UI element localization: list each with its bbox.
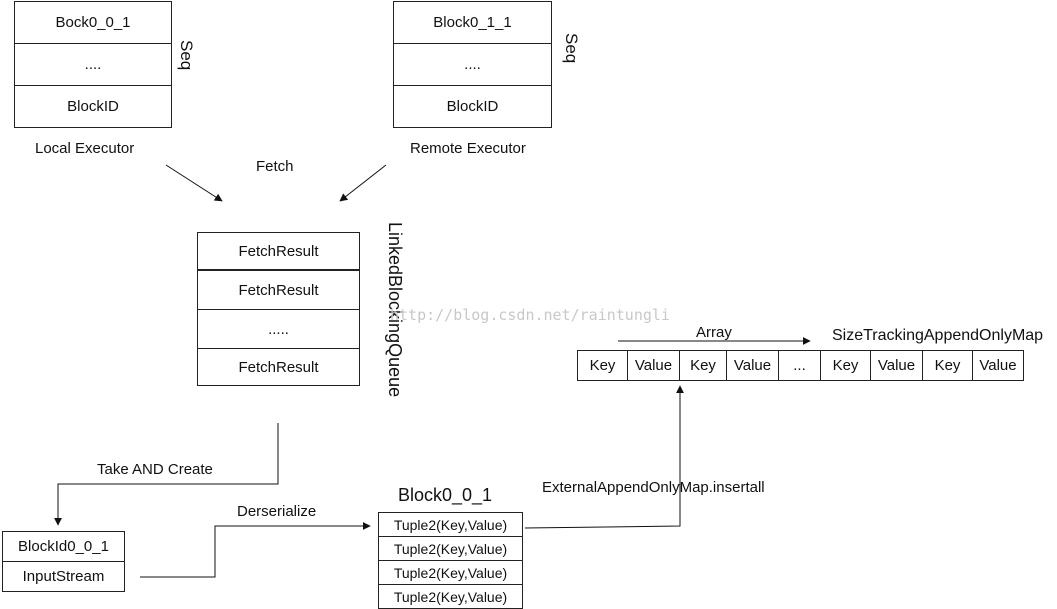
queue-cell: FetchResult <box>238 358 319 376</box>
map-ellipsis-cell: ... <box>779 351 821 380</box>
stream-box-cell: InputStream <box>22 568 105 585</box>
remote-block-stack: Block0_1_1 .... BlockID <box>393 1 552 128</box>
map-value-cell: Value <box>727 351 779 380</box>
stream-box-cell: BlockId0_0_1 <box>3 532 124 562</box>
map-key-cell: Key <box>578 351 628 380</box>
queue-cell: FetchResult <box>198 271 359 310</box>
local-block-cell: BlockID <box>67 98 119 115</box>
map-value-cell: Value <box>979 357 1017 374</box>
tuple-cell: Tuple2(Key,Value) <box>393 588 508 605</box>
insert-arrow <box>524 385 684 529</box>
block-title: Block0_0_1 <box>398 485 493 505</box>
map-array-row: Key Value Key Value ... Key Value Key Va… <box>577 350 1024 381</box>
remote-to-queue-arrow <box>339 164 387 202</box>
map-value-cell: Value <box>871 351 923 380</box>
local-executor-label: Local Executor <box>35 140 135 157</box>
local-to-queue-arrow <box>165 164 223 202</box>
tuple-stack: Tuple2(Key,Value) Tuple2(Key,Value) Tupl… <box>378 512 523 609</box>
fetch-label: Fetch <box>256 158 294 175</box>
map-value-cell: Value <box>628 351 680 380</box>
remote-block-cell: BlockID <box>446 98 499 115</box>
tuple-cell: Tuple2(Key,Value) <box>379 513 522 537</box>
take-create-arrow <box>54 423 279 526</box>
take-create-label: Take AND Create <box>97 461 213 478</box>
insert-label: ExternalAppendOnlyMap.insertall <box>542 479 765 496</box>
remote-executor-label: Remote Executor <box>410 140 526 157</box>
deserialize-label: Derserialize <box>237 503 317 520</box>
local-block-cell: Bock0_0_1 <box>15 2 171 44</box>
map-title: SizeTrackingAppendOnlyMap <box>832 327 1044 344</box>
stream-box: BlockId0_0_1 InputStream <box>2 531 125 592</box>
tuple-cell: Tuple2(Key,Value) <box>379 537 522 561</box>
remote-block-cell: Block0_1_1 <box>394 2 551 44</box>
local-seq-label: Seq <box>177 40 196 71</box>
local-block-cell: .... <box>15 44 171 86</box>
array-label: Array <box>696 324 732 341</box>
queue-stack: FetchResult FetchResult ..... FetchResul… <box>197 232 360 386</box>
map-key-cell: Key <box>923 351 973 380</box>
remote-seq-label: Seq <box>562 33 581 64</box>
deserialize-arrow <box>140 522 371 578</box>
tuple-cell: Tuple2(Key,Value) <box>379 561 522 585</box>
queue-cell: FetchResult <box>198 233 359 271</box>
remote-block-cell: .... <box>394 44 551 86</box>
queue-cell: ..... <box>198 310 359 349</box>
local-block-stack: Bock0_0_1 .... BlockID <box>14 1 172 128</box>
map-key-cell: Key <box>680 351 727 380</box>
map-key-cell: Key <box>821 351 871 380</box>
watermark-text: http://blog.csdn.net/raintungli <box>390 306 670 324</box>
